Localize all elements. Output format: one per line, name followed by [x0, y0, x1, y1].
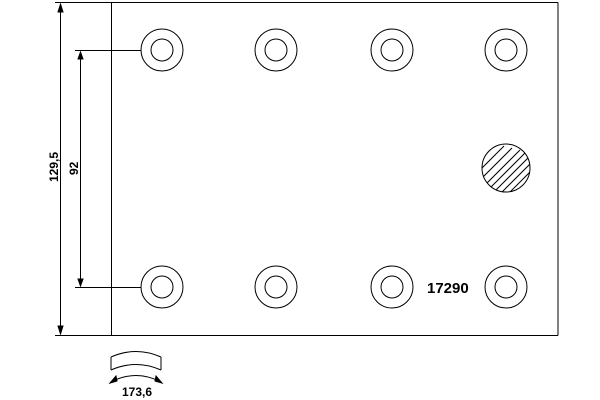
rivet-hole — [254, 28, 298, 72]
arc-length-label: 173,6 — [122, 385, 152, 399]
rivet-hole — [140, 265, 184, 309]
hole-spacing-label: 92 — [67, 161, 81, 175]
overall-height-dimension — [57, 2, 64, 336]
rivet-hole — [140, 28, 184, 72]
top-hole-row — [140, 28, 528, 72]
rivet-hole — [484, 28, 528, 72]
hole-spacing-dimension — [75, 50, 141, 288]
rivet-hole — [254, 265, 298, 309]
rivet-hole — [484, 265, 528, 309]
bottom-hole-row — [140, 265, 528, 309]
overall-height-label: 129,5 — [47, 152, 61, 182]
part-number: 17290 — [427, 280, 469, 297]
lining-frame — [55, 2, 559, 336]
arc-length-symbol — [108, 351, 164, 384]
hatched-wear-indicator — [481, 143, 531, 193]
rivet-hole — [370, 265, 414, 309]
rivet-hole — [370, 28, 414, 72]
